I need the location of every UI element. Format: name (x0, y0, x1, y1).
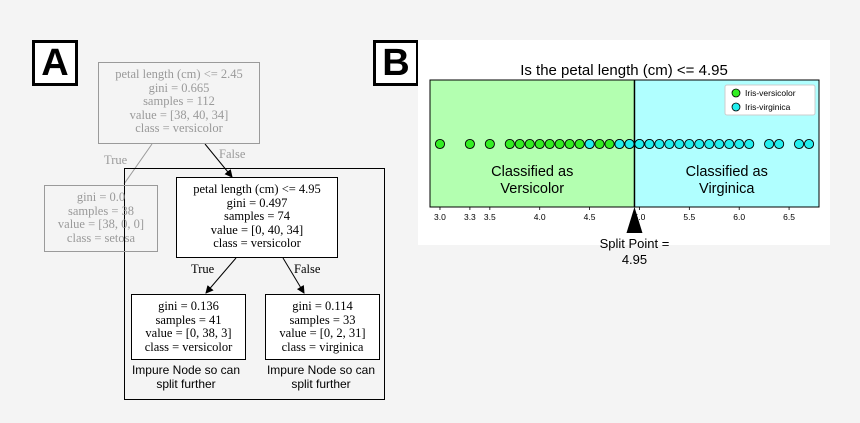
point-versicolor (574, 138, 585, 150)
legend-box (724, 84, 816, 116)
edge-label-true-split: True (191, 262, 215, 276)
point-versicolor (434, 138, 446, 150)
root-node: petal length (cm) <= 2.45 gini = 0.665 s… (98, 62, 260, 144)
x-tick-label: 3.3 (464, 212, 476, 222)
point-virginica (644, 138, 655, 150)
plot-frame (429, 79, 820, 208)
legend-label-versicolor: Iris-versicolor (745, 88, 796, 98)
point-virginica (664, 138, 675, 150)
point-virginica (624, 138, 635, 150)
leaf-setosa: gini = 0.0 samples = 38 value = [38, 0, … (44, 185, 158, 252)
point-virginica (584, 138, 595, 150)
panel-a-decision-tree: A petal length (cm) <= 2.45 gini = 0.665… (0, 0, 410, 423)
edge-root-to-setosa (123, 143, 153, 185)
point-versicolor (534, 138, 545, 150)
subtree-frame (124, 168, 385, 400)
x-tick-label: 6.0 (733, 212, 745, 222)
point-virginica (704, 138, 715, 150)
x-tick-label: 3.5 (484, 212, 496, 222)
point-virginica (684, 138, 695, 150)
note-impure-left: Impure Node so can split further (131, 363, 241, 391)
point-virginica (744, 138, 755, 150)
edge-label-false-split: False (294, 262, 321, 276)
tree-edges (123, 143, 305, 294)
split-point-caption: Split Point = 4.95 (584, 236, 684, 268)
point-versicolor (464, 138, 475, 150)
x-tick-label: 3.0 (434, 212, 446, 222)
point-virginica (794, 138, 805, 150)
region-text-virginica-1: Classified as (686, 164, 768, 180)
leaf-versicolor: gini = 0.136 samples = 41 value = [0, 38… (131, 294, 246, 360)
x-tick-label: 4.5 (584, 212, 596, 222)
region-text-versicolor-1: Classified as (491, 164, 573, 180)
point-virginica (694, 138, 705, 150)
point-versicolor (484, 138, 495, 150)
legend-marker-virginica (731, 102, 741, 112)
point-virginica (654, 138, 665, 150)
point-virginica (714, 138, 725, 150)
point-versicolor (604, 138, 615, 150)
edge-label-true-root: True (104, 153, 128, 167)
region-text-virginica-2: Virginica (699, 181, 755, 197)
point-virginica (614, 138, 625, 150)
point-virginica (724, 138, 735, 150)
panel-label-a: A (32, 40, 78, 86)
edge-split-to-versicolor (205, 257, 237, 294)
point-versicolor (554, 138, 565, 150)
split-node-petal-length: petal length (cm) <= 4.95 gini = 0.497 s… (176, 177, 338, 258)
point-virginica (674, 138, 685, 150)
point-virginica (764, 138, 775, 150)
point-virginica (634, 138, 645, 150)
legend-label-virginica: Iris-virginica (745, 102, 791, 112)
point-virginica (803, 138, 815, 150)
point-versicolor (564, 138, 575, 150)
point-versicolor (524, 138, 535, 150)
edge-root-to-split (204, 143, 233, 178)
split-point-marker (626, 207, 643, 233)
x-tick-label: 6.5 (783, 212, 795, 222)
split-point-text: Split Point = (599, 236, 670, 251)
point-virginica (734, 138, 745, 150)
chart-title: Is the petal length (cm) <= 4.95 (520, 62, 728, 79)
note-impure-right: Impure Node so can split further (266, 363, 376, 391)
leaf-virginica: gini = 0.114 samples = 33 value = [0, 2,… (265, 294, 380, 360)
split-point-value: 4.95 (621, 252, 648, 267)
point-versicolor (544, 138, 555, 150)
point-versicolor (514, 138, 525, 150)
edge-label-false-root: False (219, 147, 246, 161)
point-versicolor (504, 138, 515, 150)
split-scatter-chart: Is the petal length (cm) <= 4.95 Classif… (429, 62, 820, 233)
panel-b-split-chart: Is the petal length (cm) <= 4.95 Classif… (418, 40, 830, 267)
x-tick-label: 5.0 (634, 212, 646, 222)
legend-marker-versicolor (731, 88, 741, 98)
x-tick-label: 5.5 (683, 212, 695, 222)
x-tick-label: 4.0 (534, 212, 546, 222)
point-versicolor (594, 138, 605, 150)
edge-split-to-virginica (282, 257, 305, 294)
point-virginica (774, 138, 785, 150)
panel-label-b: B (373, 40, 419, 86)
region-text-versicolor-2: Versicolor (500, 181, 564, 197)
